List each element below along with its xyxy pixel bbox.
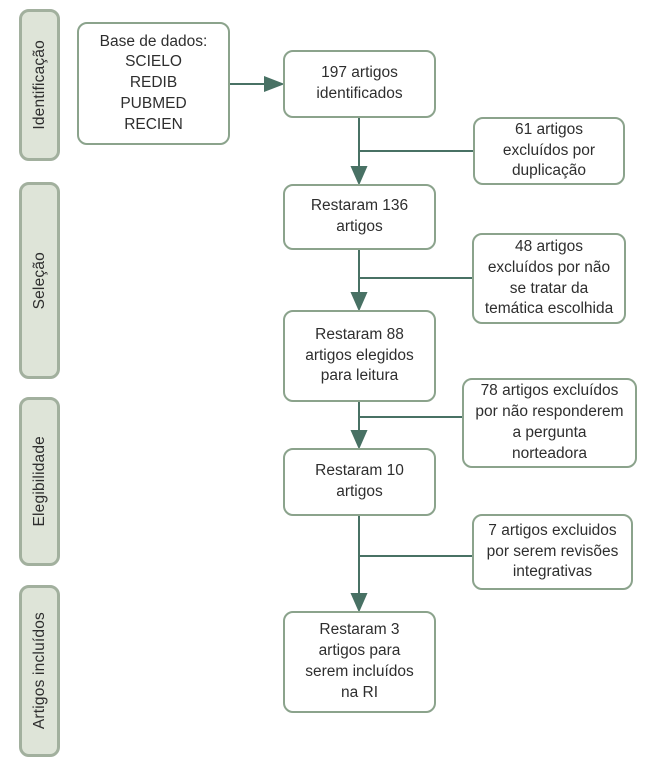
stage-label-text: Elegibilidade <box>30 436 48 527</box>
stage-label-text: Seleção <box>30 251 48 310</box>
included-articles-box: Restaram 3 artigos para serem incluídos … <box>283 611 436 713</box>
exclusion-duplicates-box: 61 artigos excluídos por duplicação <box>473 117 625 185</box>
identified-articles-box: 197 artigos identificados <box>283 50 436 118</box>
arrowhead-source-to-identified <box>264 76 285 92</box>
source-db-scielo: SCIELO <box>125 53 182 71</box>
exclusion-duplicates-text: 61 artigos excluídos por duplicação <box>502 120 596 180</box>
database-sources-box: Base de dados: SCIELO REDIB PUBMED RECIE… <box>77 22 230 145</box>
stage-label-selecao: Seleção <box>19 182 60 379</box>
exclusion-integrative-reviews-text: 7 artigos excluidos por serem revisões i… <box>486 521 619 581</box>
source-db-recien: RECIEN <box>124 115 183 133</box>
eligible-for-reading-box: Restaram 88 artigos elegidos para leitur… <box>283 310 436 402</box>
source-db-pubmed: PUBMED <box>120 94 187 112</box>
eligible-for-reading-text: Restaram 88 artigos elegidos para leitur… <box>305 325 414 385</box>
identified-articles-text: 197 artigos identificados <box>316 64 403 102</box>
exclusion-guiding-question-box: 78 artigos excluídos por não responderem… <box>462 378 637 468</box>
after-duplicates-box: Restaram 136 artigos <box>283 184 436 250</box>
stage-label-text: Artigos incluídos <box>30 612 48 730</box>
arrowhead-identified-to-136 <box>350 166 368 186</box>
stage-label-identificacao: Identificação <box>19 9 60 161</box>
arrowhead-88-to-10 <box>350 430 368 450</box>
arrowhead-10-to-3 <box>350 593 368 613</box>
included-articles-text: Restaram 3 artigos para serem incluídos … <box>305 621 414 701</box>
stage-label-elegibilidade: Elegibilidade <box>19 397 60 566</box>
source-title: Base de dados: <box>99 32 208 50</box>
exclusion-integrative-reviews-box: 7 artigos excluidos por serem revisões i… <box>472 514 633 590</box>
after-duplicates-text: Restaram 136 artigos <box>310 197 409 235</box>
exclusion-theme-box: 48 artigos excluídos por não se tratar d… <box>472 233 626 324</box>
source-db-redib: REDIB <box>129 74 178 92</box>
arrowhead-136-to-88 <box>350 292 368 312</box>
remaining-ten-text: Restaram 10 artigos <box>315 462 404 500</box>
remaining-ten-box: Restaram 10 artigos <box>283 448 436 516</box>
stage-label-text: Identificação <box>30 40 48 130</box>
exclusion-theme-text: 48 artigos excluídos por não se tratar d… <box>484 237 614 318</box>
stage-label-artigos-incluidos: Artigos incluídos <box>19 585 60 757</box>
exclusion-guiding-question-text: 78 artigos excluídos por não responderem… <box>475 382 624 462</box>
